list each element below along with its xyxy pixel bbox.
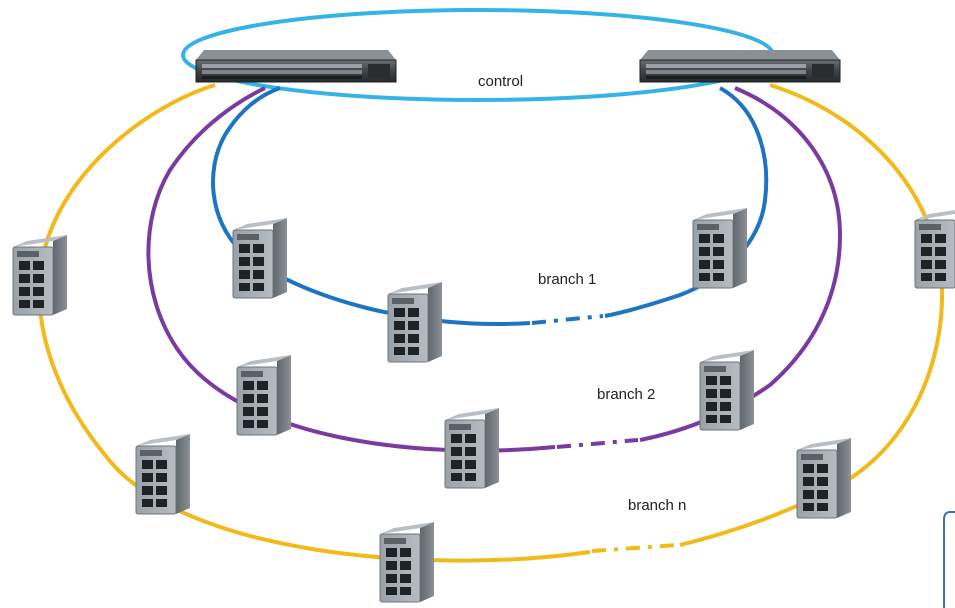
- branchn-switch-3: [379, 521, 435, 603]
- branch2-switch-2: [444, 407, 500, 489]
- control-label: control: [478, 73, 523, 90]
- branch2-switch-3: [699, 349, 755, 431]
- branchn-switch-5: [914, 207, 955, 289]
- corner-frame-fragment: [943, 511, 955, 608]
- branch2-ring: [146, 86, 556, 453]
- branch2-switch-1: [236, 354, 292, 436]
- branchn-switch-1: [12, 234, 68, 316]
- branchn-ring-dashed: [591, 543, 679, 553]
- branchn-ring-right: [679, 83, 945, 547]
- branch2-label: branch 2: [597, 386, 655, 403]
- branch1-label: branch 1: [538, 271, 596, 288]
- branch1-switch-1: [232, 217, 288, 299]
- branchn-switch-2: [135, 433, 191, 515]
- branchn-switch-4: [796, 437, 852, 519]
- branch1-switch-2: [387, 281, 443, 363]
- branch1-ring-dashed: [531, 314, 604, 325]
- core-switch-left: [195, 49, 397, 83]
- core-switch-right: [639, 49, 841, 83]
- branch2-ring-dashed: [556, 438, 639, 449]
- branchn-label: branch n: [628, 497, 686, 514]
- branchn-ring: [37, 83, 591, 563]
- branch1-switch-3: [692, 207, 748, 289]
